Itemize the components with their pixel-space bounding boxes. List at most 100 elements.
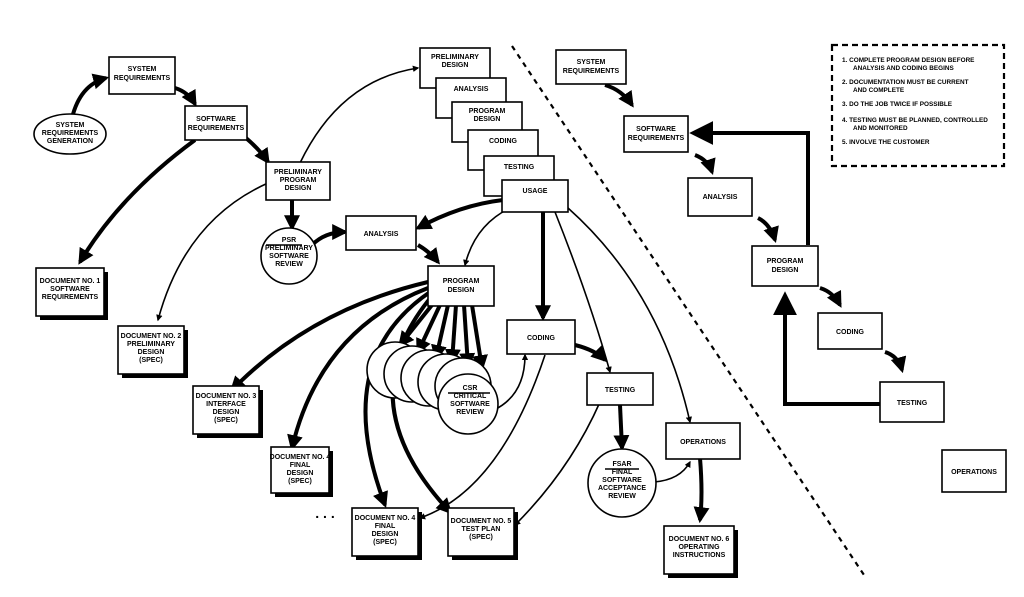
arrow-ppd-to-stack	[299, 65, 420, 164]
testing-node: TESTING	[586, 372, 654, 406]
label-line: DESIGN	[287, 470, 314, 477]
arrow-coding-to-testing	[574, 343, 608, 363]
label-line: FSAR	[612, 461, 631, 468]
label-line: PROGRAM	[443, 278, 480, 285]
r-analysis-node: ANALYSIS	[687, 177, 753, 217]
ellipsis: . . .	[315, 505, 334, 521]
arrow-r-testing-to-pd	[773, 291, 880, 406]
arrow-ppd-to-doc2	[156, 182, 269, 322]
csr-circle	[437, 373, 499, 435]
document-page	[35, 267, 105, 317]
label-line: DOCUMENT NO. 6	[669, 536, 730, 543]
label-line: DESIGN	[448, 287, 475, 294]
program-design-label: PROGRAM DESIGN	[443, 278, 480, 294]
label-line: ACCEPTANCE	[598, 485, 646, 492]
arrow-psr-to-analysis	[310, 224, 349, 247]
arrow-r-swreq-to-analysis	[694, 153, 716, 176]
r-operations-node: OPERATIONS	[941, 449, 1007, 493]
document-page	[192, 385, 260, 435]
arrow-pd-fan-2	[416, 304, 442, 355]
arrow-ops-to-doc6	[693, 457, 710, 524]
label-line: REQUIREMENTS	[628, 135, 685, 142]
label-line: SYSTEM	[128, 66, 157, 73]
r-coding-node: CODING	[817, 312, 883, 350]
arrow-r-coding-to-testing	[884, 350, 907, 374]
label-line: DESIGN	[285, 185, 312, 192]
arrow-swreq-to-ppd	[244, 136, 270, 165]
label-line: TESTING	[504, 164, 535, 171]
coding-node: CODING	[506, 319, 576, 355]
arrow-r-pd-to-coding	[819, 286, 842, 308]
label-line: SOFTWARE	[196, 116, 236, 123]
stack-box-label: TESTING	[504, 164, 535, 171]
arrow-pd-fan-4	[444, 304, 461, 366]
arrow-pd-fan-5	[459, 304, 476, 370]
label-line: REQUIREMENTS	[42, 294, 99, 301]
note-line: AND MONITORED	[853, 125, 908, 132]
label-line: DESIGN	[138, 349, 165, 356]
arrow-pd-to-doc3	[229, 280, 429, 393]
label-line: DESIGN	[474, 116, 501, 123]
label-line: DOCUMENT NO. 3	[196, 393, 257, 400]
program-design-node: PROGRAM DESIGN	[427, 265, 495, 307]
usage-label: USAGE	[523, 188, 548, 195]
label-line: (SPEC)	[469, 534, 493, 541]
arrow-gen-to-sysreq	[70, 73, 110, 119]
label-line: (SPEC)	[288, 478, 312, 485]
label-line: SOFTWARE	[50, 286, 90, 293]
testing-label: TESTING	[605, 387, 636, 394]
arrow-usage-to-operations	[567, 207, 692, 424]
label-line: DOCUMENT NO. 5	[451, 518, 512, 525]
arrow-analysis-to-pd	[416, 243, 440, 265]
arrow-csr-to-coding	[493, 353, 529, 411]
note-line: AND COMPLETE	[853, 87, 905, 94]
label-line: CSR	[463, 385, 478, 392]
arrow-testing-to-fsar	[613, 404, 630, 452]
document-page	[117, 325, 185, 375]
label-line: PRELIMINARY	[431, 54, 479, 61]
label-line: REQUIREMENTS	[188, 125, 245, 132]
coding-label: CODING	[527, 335, 556, 342]
label-line: DOCUMENT NO. 1	[40, 278, 101, 285]
usage-node: USAGE	[501, 179, 569, 213]
label-line: SOFTWARE	[269, 253, 309, 260]
label-line: (SPEC)	[214, 417, 238, 424]
label-line: OPERATING	[678, 544, 720, 551]
label-line: REVIEW	[456, 409, 484, 416]
document-page	[270, 446, 330, 494]
arrow-pd-to-doc4	[287, 286, 429, 452]
label-line: PSR	[282, 237, 296, 244]
arrow-swreq-to-doc1	[78, 138, 197, 265]
document-page	[663, 525, 735, 575]
label-line: DOCUMENT NO. 4	[270, 454, 331, 461]
label-line: (SPEC)	[139, 357, 163, 364]
label-line: PRELIMINARY	[265, 245, 313, 252]
label-line: PRELIMINARY	[127, 341, 175, 348]
label-line: TEST PLAN	[462, 526, 501, 533]
label-line: ANALYSIS	[454, 86, 489, 93]
label-line: DESIGN	[213, 409, 240, 416]
label-line: DOCUMENT NO. 2	[121, 333, 182, 340]
note-item-3: 3. DO THE JOB TWICE IF POSSIBLE	[842, 101, 953, 108]
arrow-pd-fan-6	[470, 304, 488, 372]
note-line: ANALYSIS AND CODING BEGINS	[853, 65, 954, 72]
